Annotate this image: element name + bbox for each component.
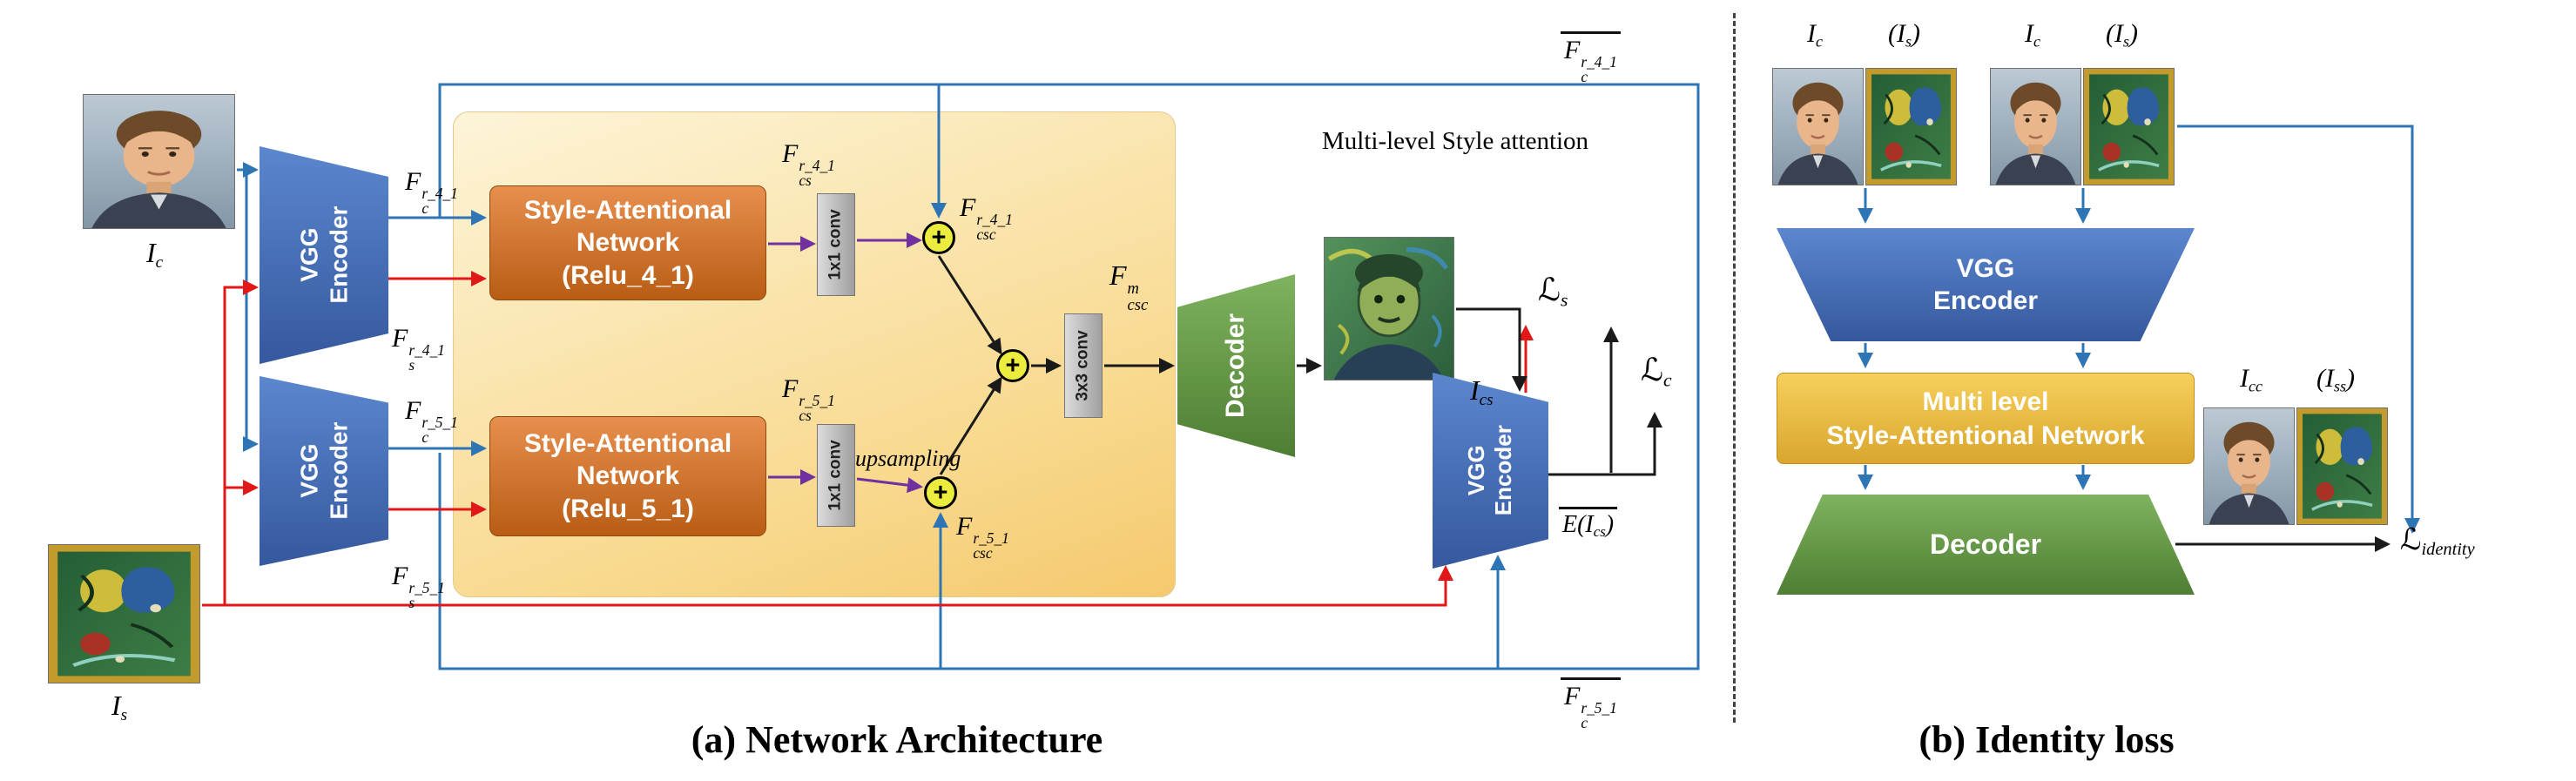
b-content-image-2	[1990, 68, 2081, 185]
caption-panel-b: (b) Identity loss	[1919, 718, 2175, 761]
blue-wires	[237, 83, 2420, 670]
label-b-ic1: Ic	[1807, 19, 1823, 50]
elementwise-add-top-icon: +	[922, 221, 955, 254]
label-content-input: Ic	[146, 237, 164, 272]
arrow-content-to-encoder-bottom	[243, 170, 259, 452]
conv-1x1-top: 1x1 conv	[817, 193, 855, 296]
arrow-b-input-skip-to-identity-loss	[2177, 125, 2420, 534]
conv-3x3: 3x3 conv	[1064, 313, 1103, 418]
label-b-icc: Icc	[2240, 364, 2262, 395]
label-upsampling: upsampling	[855, 446, 961, 471]
sanet-relu51-block: Style-Attentional Network (Relu_5_1)	[489, 416, 766, 536]
arrow-adder-bottom-to-merge	[939, 376, 1002, 475]
sanet-relu41-block: Style-Attentional Network (Relu_4_1)	[489, 185, 766, 300]
arrow-output-to-loss-encoder	[1456, 307, 1527, 392]
annotation-multilevel-attention: Multi-level Style attention	[1322, 127, 1589, 155]
sanet1-relu-label: (Relu_4_1)	[562, 260, 694, 290]
label-b-ic2: Ic	[2025, 19, 2040, 50]
label-style-loss: ℒs	[1538, 273, 1568, 311]
caption-panel-a: (a) Network Architecture	[691, 718, 1103, 761]
label-style-input: Is	[111, 690, 128, 724]
label-ics: Ics	[1470, 374, 1494, 409]
label-e-ics: E(Ics)	[1559, 507, 1618, 541]
sanet1-title: Style-Attentional Network	[523, 195, 732, 258]
b-style-image-1	[1865, 68, 1957, 185]
elementwise-add-bottom-icon: +	[924, 476, 957, 509]
black-wires	[937, 255, 2391, 552]
arrow-adder-top-to-merge	[937, 255, 1002, 355]
arrow-conv2-to-adder-bottom	[856, 477, 923, 494]
label-b-is1: (Is)	[1888, 19, 1921, 50]
b-content-image-1	[1772, 68, 1864, 185]
arrow-encoder-to-content-loss	[1548, 412, 1662, 476]
elementwise-add-merge-icon: +	[996, 349, 1029, 382]
sanet2-title: Style-Attentional Network	[523, 428, 732, 491]
b-decoder-block: Decoder	[1777, 495, 2195, 595]
label-content-loss: ℒc	[1641, 353, 1672, 391]
panel-divider	[1733, 13, 1736, 723]
purple-wires	[768, 232, 923, 494]
style-image	[48, 544, 200, 683]
conv-1x1-bottom: 1x1 conv	[817, 424, 855, 527]
label-b-iss: (Iss)	[2316, 364, 2356, 395]
b-output-style-image	[2296, 407, 2388, 525]
content-image	[83, 94, 235, 229]
label-identity-loss: ℒidentity	[2400, 524, 2475, 560]
b-output-content-image	[2203, 407, 2295, 525]
content-skip-loop	[438, 83, 1700, 670]
label-b-is2: (Is)	[2106, 19, 2139, 50]
arrow-style-to-encoder-top	[202, 279, 259, 607]
decoder-block: Decoder	[1177, 274, 1295, 457]
sanet2-relu-label: (Relu_5_1)	[562, 494, 694, 523]
stylized-output-image	[1324, 237, 1454, 380]
arrow-style-ref-to-loss-encoder	[225, 565, 1453, 607]
b-style-image-2	[2083, 68, 2175, 185]
